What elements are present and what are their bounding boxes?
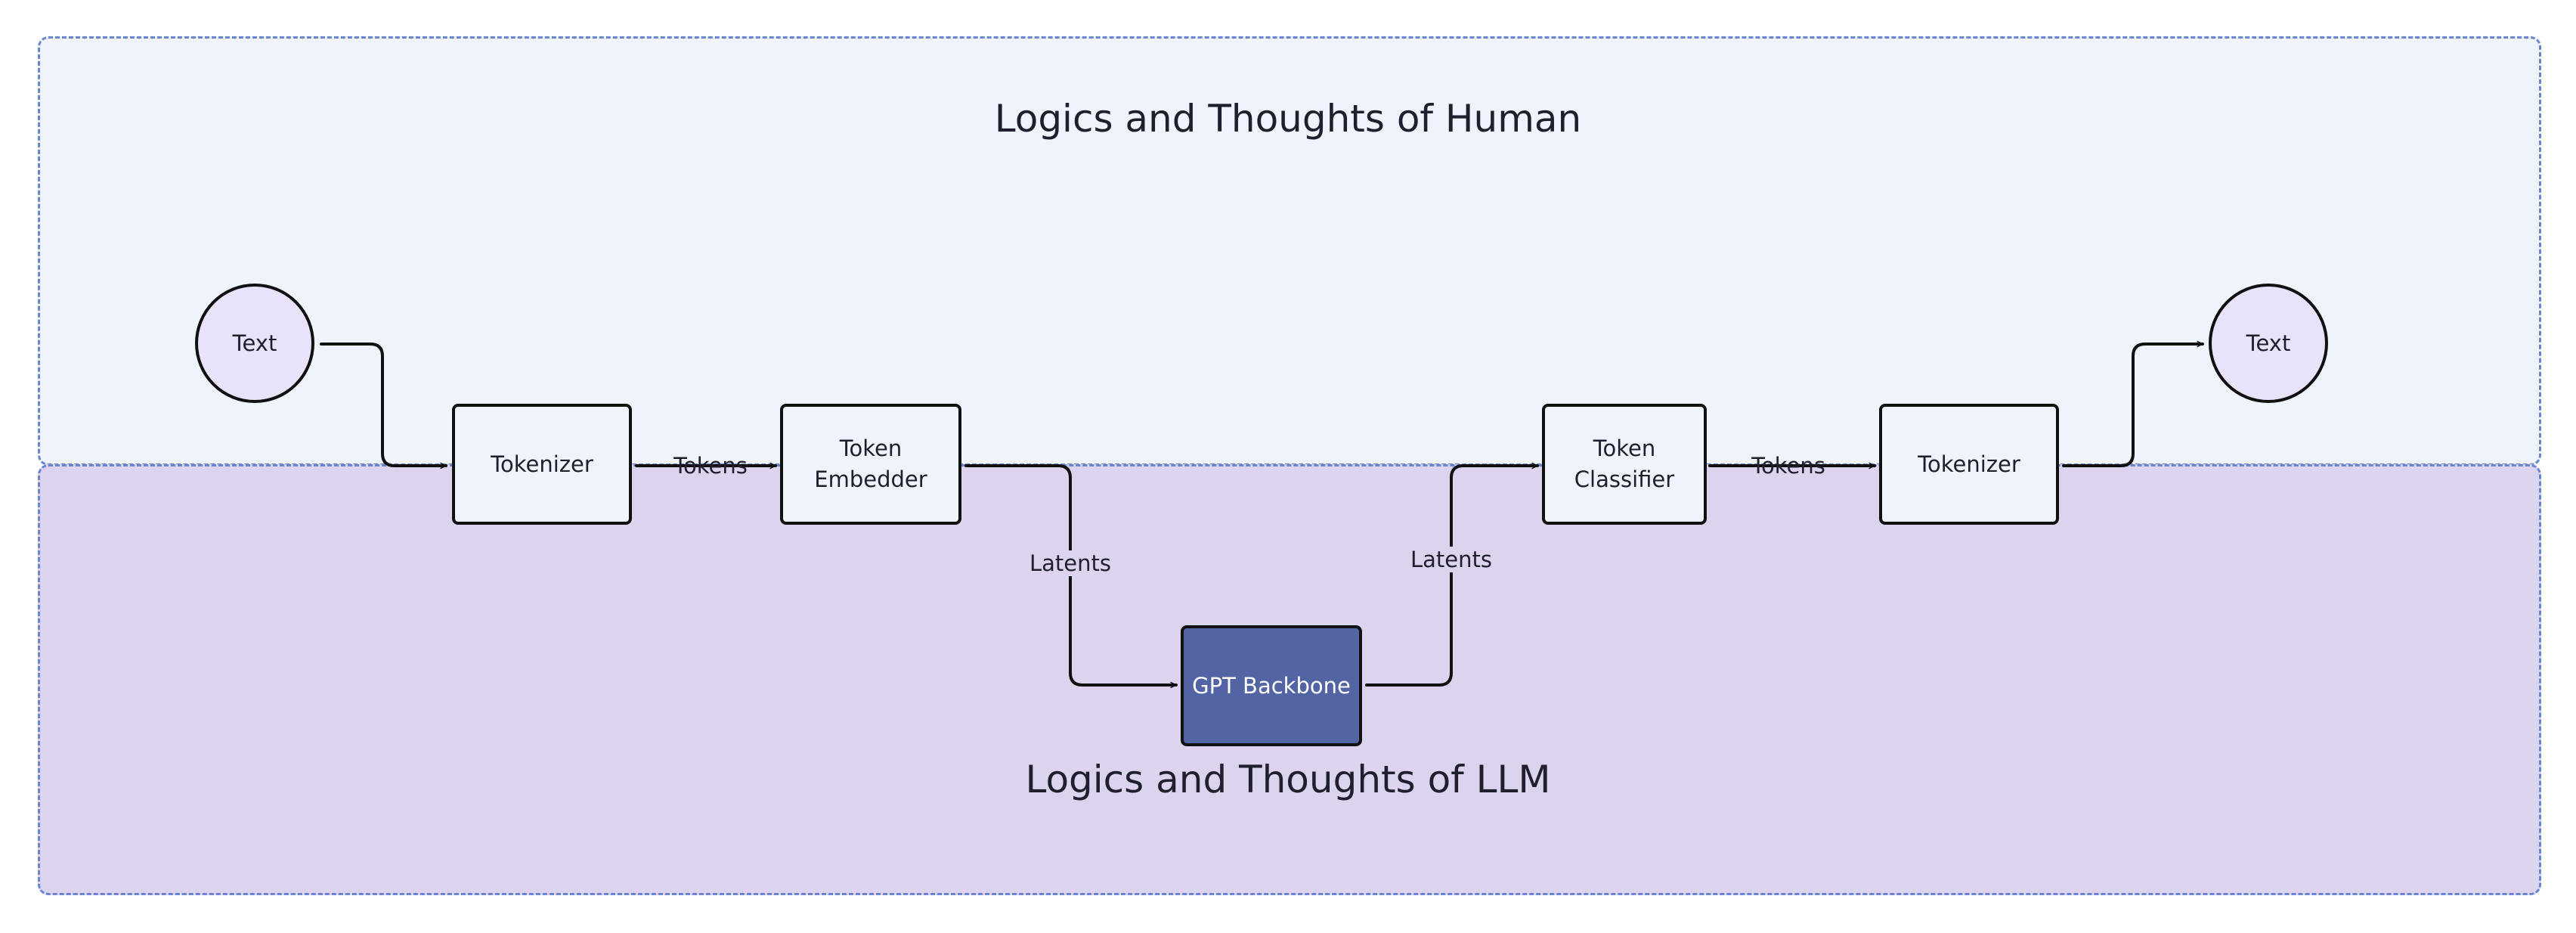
token-classifier-node: Token Classifier	[1542, 404, 1707, 525]
human-region-title: Logics and Thoughts of Human	[994, 97, 1582, 141]
edge-text-to-tokenizer	[320, 343, 447, 466]
tokenizer-node: Tokenizer	[1879, 404, 2059, 525]
llm-region-title: Logics and Thoughts of LLM	[1025, 758, 1551, 801]
edge-backbone-to-classifier	[1365, 466, 1539, 687]
text-output-node: Text	[2209, 284, 2328, 403]
human-region	[38, 36, 2541, 466]
token-embedder-node: Token Embedder	[780, 404, 961, 525]
edge-label-latents: Latents	[1406, 547, 1497, 572]
edge-tokenizer-to-text	[2062, 344, 2204, 467]
edge-label-tokens: Tokens	[673, 453, 748, 479]
gpt-backbone-node: GPT Backbone	[1181, 625, 1362, 746]
text-input-node: Text	[195, 284, 314, 403]
edge-label-tokens: Tokens	[1751, 453, 1825, 479]
edge-label-latents: Latents	[1025, 550, 1116, 576]
tokenizer-node: Tokenizer	[452, 404, 632, 525]
